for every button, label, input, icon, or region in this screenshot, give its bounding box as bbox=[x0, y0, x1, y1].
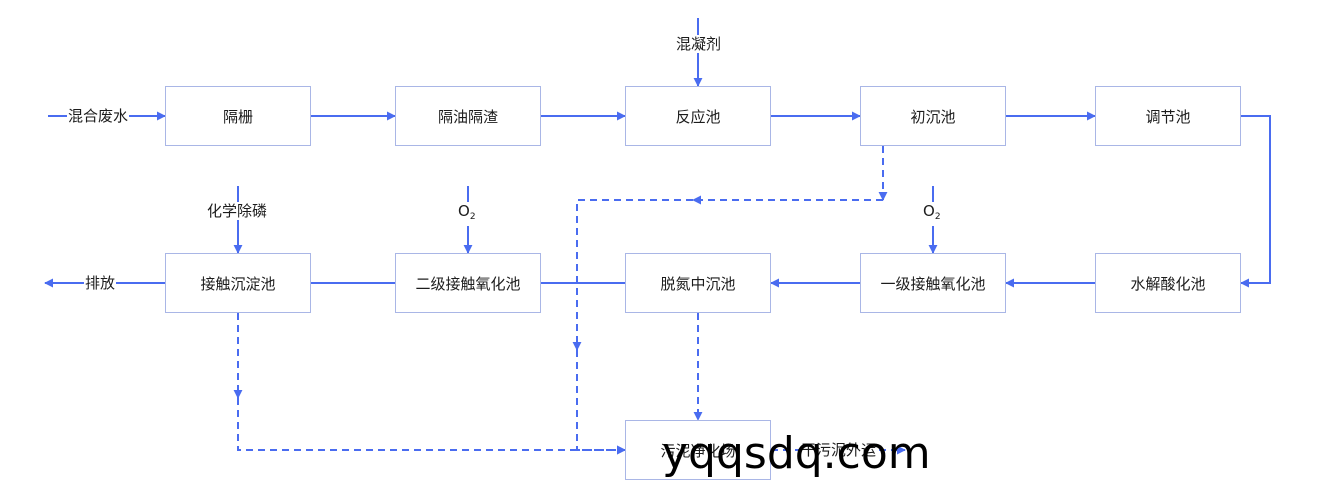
node-primary-settling: 初沉池 bbox=[860, 86, 1006, 146]
node-denitrify-settling: 脱氮中沉池 bbox=[625, 253, 771, 313]
label-oxygen-left: O2 bbox=[457, 202, 477, 226]
node-contact-oxidation-1: 一级接触氧化池 bbox=[860, 253, 1006, 313]
label-discharge: 排放 bbox=[84, 274, 117, 292]
oxygen-symbol: O bbox=[458, 202, 470, 220]
label-influent: 混合废水 bbox=[67, 107, 130, 125]
oxygen-subscript: 2 bbox=[469, 212, 476, 222]
oxygen-symbol: O bbox=[923, 202, 935, 220]
node-equalization: 调节池 bbox=[1095, 86, 1241, 146]
node-reaction: 反应池 bbox=[625, 86, 771, 146]
node-oil-residue: 隔油隔渣 bbox=[395, 86, 541, 146]
edge-settling-sludge-to-treatment bbox=[237, 398, 626, 455]
label-coagulant: 混凝剂 bbox=[675, 35, 723, 53]
edge-equalization-to-hydrolysis bbox=[1240, 115, 1271, 288]
edge-primary-sludge-to-treatment bbox=[576, 350, 626, 455]
node-contact-settling: 接触沉淀池 bbox=[165, 253, 311, 313]
node-hydrolysis: 水解酸化池 bbox=[1095, 253, 1241, 313]
label-oxygen-right: O2 bbox=[922, 202, 942, 226]
edge-primary-sludge-path bbox=[572, 199, 693, 351]
node-contact-oxidation-2: 二级接触氧化池 bbox=[395, 253, 541, 313]
watermark: yqqsdq.com bbox=[662, 428, 931, 479]
node-screen: 隔栅 bbox=[165, 86, 311, 146]
node-sludge-treatment: 污泥净化场 bbox=[625, 420, 771, 480]
oxygen-subscript: 2 bbox=[934, 212, 941, 222]
label-sludge-out: 干污泥外运 bbox=[800, 441, 878, 459]
label-phosphorus-removal: 化学除磷 bbox=[206, 202, 269, 220]
